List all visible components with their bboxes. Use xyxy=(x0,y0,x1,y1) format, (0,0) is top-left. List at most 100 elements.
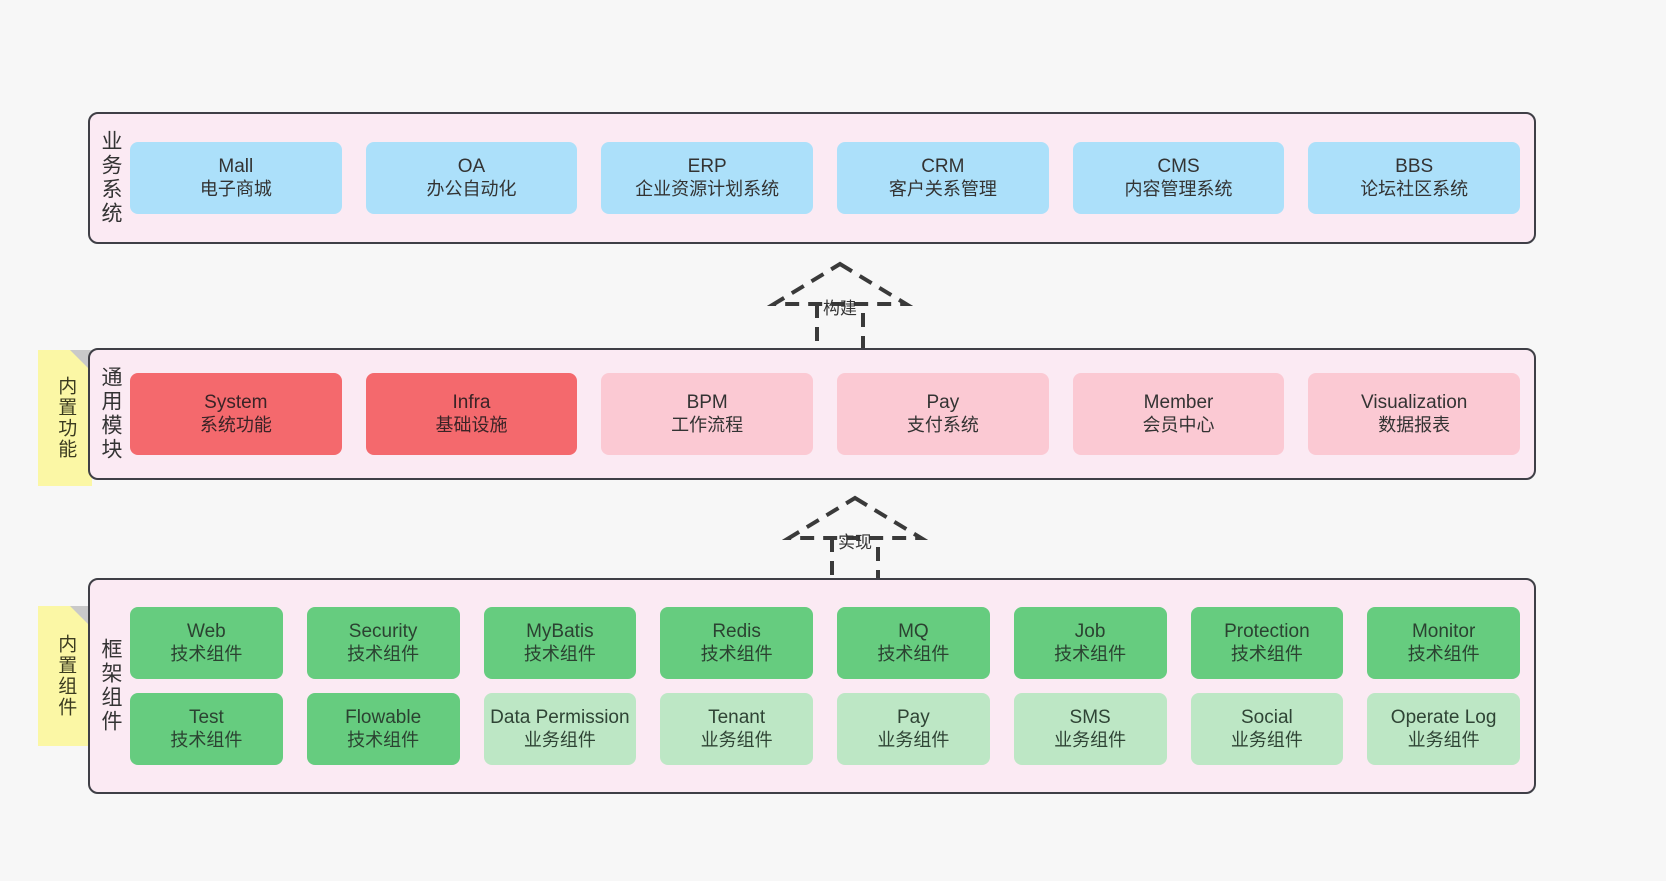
card-title-cn: 电子商城 xyxy=(199,178,272,199)
card-test[interactable]: Test 技术组件 xyxy=(130,693,283,765)
card-title-en: Pay xyxy=(926,392,960,414)
card-title-en: SMS xyxy=(1069,707,1111,729)
card-operate-log[interactable]: Operate Log 业务组件 xyxy=(1367,693,1520,765)
common-card-row: System 系统功能 Infra 基础设施 BPM 工作流程 Pay 支付系统… xyxy=(130,373,1521,455)
card-job[interactable]: Job 技术组件 xyxy=(1013,607,1167,679)
card-title-cn: 业务组件 xyxy=(523,729,596,750)
card-title-en: Security xyxy=(348,621,418,643)
note-text: 内置功能 xyxy=(55,376,77,460)
card-title-en: Member xyxy=(1143,392,1214,414)
card-title-en: BPM xyxy=(686,392,728,414)
card-erp[interactable]: ERP 企业资源计划系统 xyxy=(601,142,814,214)
card-system[interactable]: System 系统功能 xyxy=(130,373,342,455)
card-title-en: Monitor xyxy=(1411,621,1476,643)
card-title-cn: 工作流程 xyxy=(671,414,744,435)
card-pay[interactable]: Pay 支付系统 xyxy=(837,373,1049,455)
card-title-cn: 系统功能 xyxy=(199,414,272,435)
arrow-label-implement: 实现 xyxy=(838,533,872,552)
card-visualization[interactable]: Visualization 数据报表 xyxy=(1308,373,1521,455)
framework-card-row-1: Web 技术组件 Security 技术组件 MyBatis 技术组件 Redi… xyxy=(130,607,1520,679)
layer-common-module: 通用模块 System 系统功能 Infra 基础设施 BPM 工作流程 Pay xyxy=(88,348,1536,480)
card-flowable[interactable]: Flowable 技术组件 xyxy=(306,693,460,765)
card-title-cn: 企业资源计划系统 xyxy=(635,178,780,199)
card-title-en: CMS xyxy=(1157,156,1200,178)
card-protection[interactable]: Protection 技术组件 xyxy=(1190,607,1344,679)
card-web[interactable]: Web 技术组件 xyxy=(130,607,283,679)
card-pay-business[interactable]: Pay 业务组件 xyxy=(837,693,990,765)
layer-body-common: System 系统功能 Infra 基础设施 BPM 工作流程 Pay 支付系统… xyxy=(130,350,1534,478)
card-title-cn: 技术组件 xyxy=(170,729,243,750)
card-infra[interactable]: Infra 基础设施 xyxy=(365,373,578,455)
card-title-cn: 数据报表 xyxy=(1378,414,1451,435)
card-oa[interactable]: OA 办公自动化 xyxy=(365,142,578,214)
card-redis[interactable]: Redis 技术组件 xyxy=(660,607,813,679)
layer-caption-framework: 框架组件 xyxy=(99,638,123,734)
card-title-en: Redis xyxy=(712,621,761,643)
card-title-en: Protection xyxy=(1224,621,1310,643)
layer-business-system: 业务系统 Mall 电子商城 OA 办公自动化 ERP 企业资源计划系统 CRM xyxy=(88,112,1536,244)
card-title-cn: 技术组件 xyxy=(877,643,950,664)
card-title-en: Web xyxy=(187,621,226,643)
business-card-row: Mall 电子商城 OA 办公自动化 ERP 企业资源计划系统 CRM 客户关系… xyxy=(130,142,1521,214)
card-title-cn: 技术组件 xyxy=(700,643,773,664)
card-title-cn: 业务组件 xyxy=(1054,729,1127,750)
card-sms[interactable]: SMS 业务组件 xyxy=(1013,693,1167,765)
card-title-en: Operate Log xyxy=(1390,707,1497,729)
note-text: 内置组件 xyxy=(55,634,77,718)
layer-caption-business: 业务系统 xyxy=(99,130,123,226)
card-data-permission[interactable]: Data Permission 业务组件 xyxy=(483,693,637,765)
card-monitor[interactable]: Monitor 技术组件 xyxy=(1367,607,1520,679)
card-bpm[interactable]: BPM 工作流程 xyxy=(601,373,814,455)
card-title-en: BBS xyxy=(1395,156,1434,178)
card-social[interactable]: Social 业务组件 xyxy=(1190,693,1344,765)
card-title-en: Job xyxy=(1074,621,1106,643)
card-title-en: Tenant xyxy=(708,707,766,729)
card-title-en: Infra xyxy=(452,392,491,414)
card-title-cn: 客户关系管理 xyxy=(888,178,997,199)
layer-caption-common: 通用模块 xyxy=(99,366,123,462)
card-title-cn: 支付系统 xyxy=(906,414,979,435)
layer-body-business: Mall 电子商城 OA 办公自动化 ERP 企业资源计划系统 CRM 客户关系… xyxy=(130,114,1534,242)
card-title-en: Pay xyxy=(897,707,930,729)
card-title-en: Test xyxy=(188,707,224,729)
card-title-en: CRM xyxy=(921,156,965,178)
card-title-cn: 技术组件 xyxy=(347,643,420,664)
arrow-build: 构建 xyxy=(760,258,920,354)
card-title-cn: 业务组件 xyxy=(1230,729,1303,750)
card-title-cn: 会员中心 xyxy=(1142,414,1215,435)
arrow-implement: 实现 xyxy=(775,492,935,588)
card-title-en: Data Permission xyxy=(490,707,630,729)
card-title-en: MyBatis xyxy=(526,621,594,643)
card-title-en: ERP xyxy=(687,156,727,178)
card-title-cn: 技术组件 xyxy=(170,643,243,664)
card-title-en: Flowable xyxy=(345,707,422,729)
card-title-en: MQ xyxy=(898,621,929,643)
card-title-cn: 技术组件 xyxy=(1407,643,1480,664)
card-title-en: System xyxy=(204,392,268,414)
card-cms[interactable]: CMS 内容管理系统 xyxy=(1072,142,1285,214)
card-mall[interactable]: Mall 电子商城 xyxy=(130,142,342,214)
note-builtin-component: 内置组件 xyxy=(38,606,92,746)
card-bbs[interactable]: BBS 论坛社区系统 xyxy=(1308,142,1521,214)
card-tenant[interactable]: Tenant 业务组件 xyxy=(660,693,813,765)
card-title-en: Mall xyxy=(218,156,254,178)
layer-body-framework: Web 技术组件 Security 技术组件 MyBatis 技术组件 Redi… xyxy=(130,580,1534,792)
card-security[interactable]: Security 技术组件 xyxy=(306,607,460,679)
card-title-en: OA xyxy=(457,156,486,178)
card-title-en: Visualization xyxy=(1361,392,1468,414)
note-builtin-function: 内置功能 xyxy=(38,350,92,486)
card-mq[interactable]: MQ 技术组件 xyxy=(837,607,990,679)
card-member[interactable]: Member 会员中心 xyxy=(1072,373,1285,455)
card-title-cn: 技术组件 xyxy=(523,643,596,664)
card-title-cn: 基础设施 xyxy=(435,414,508,435)
layer-framework-component: 框架组件 Web 技术组件 Security 技术组件 MyBatis 技术组件… xyxy=(88,578,1536,794)
card-title-cn: 论坛社区系统 xyxy=(1360,178,1469,199)
card-title-cn: 技术组件 xyxy=(1054,643,1127,664)
arrow-label-build: 构建 xyxy=(823,299,857,318)
card-crm[interactable]: CRM 客户关系管理 xyxy=(837,142,1049,214)
card-title-cn: 技术组件 xyxy=(1230,643,1303,664)
card-title-cn: 业务组件 xyxy=(1407,729,1480,750)
card-title-en: Social xyxy=(1241,707,1293,729)
card-mybatis[interactable]: MyBatis 技术组件 xyxy=(483,607,637,679)
